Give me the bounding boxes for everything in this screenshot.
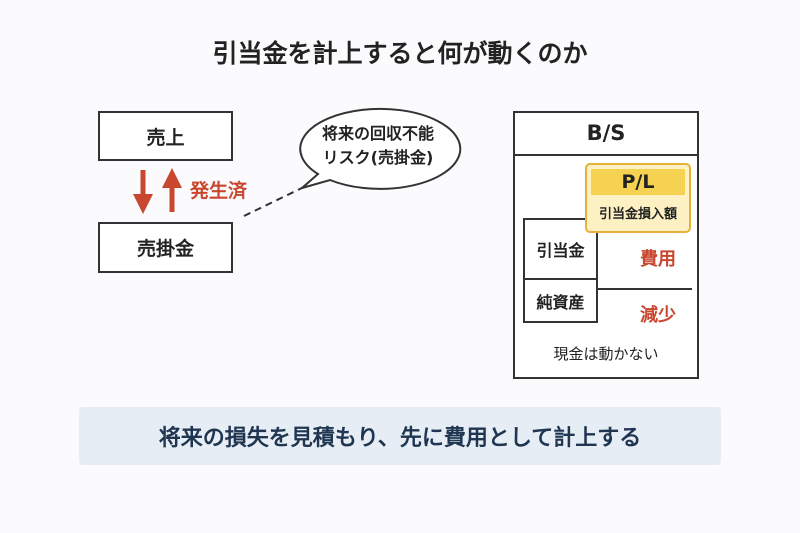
equity-box: 純資産: [523, 278, 598, 323]
bubble-line-1: 将来の回収不能: [321, 124, 434, 143]
receivable-box: 売掛金: [98, 222, 233, 273]
sales-label: 売上: [146, 126, 185, 149]
receivable-label: 売掛金: [136, 238, 194, 260]
arrow-label: 発生済: [190, 180, 248, 202]
pl-box: P/L 引当金損入額: [585, 163, 691, 233]
page-title: 引当金を計上すると何が動くのか: [212, 39, 588, 68]
summary-text: 将来の損失を見積もり、先に費用として計上する: [158, 426, 642, 451]
pl-item: 引当金損入額: [598, 207, 677, 222]
summary-banner: 将来の損失を見積もり、先に費用として計上する: [79, 407, 721, 465]
sales-box: 売上: [98, 111, 233, 161]
bubble-line-2: リスク(売掛金): [322, 148, 434, 167]
cash-note: 現金は動かない: [553, 345, 659, 363]
dashed-connector: [243, 185, 307, 217]
bubble-text: 将来の回収不能 リスク(売掛金): [298, 122, 458, 170]
bs-header: B/S: [515, 113, 697, 156]
equity-label: 純資産: [536, 292, 585, 312]
pl-header: P/L: [591, 169, 685, 195]
allowance-label: 引当金: [536, 241, 585, 260]
speech-bubble: [299, 107, 462, 190]
bs-divider: [597, 288, 692, 290]
expense-label: 費用: [640, 249, 676, 270]
decrease-label: 減少: [640, 305, 676, 326]
